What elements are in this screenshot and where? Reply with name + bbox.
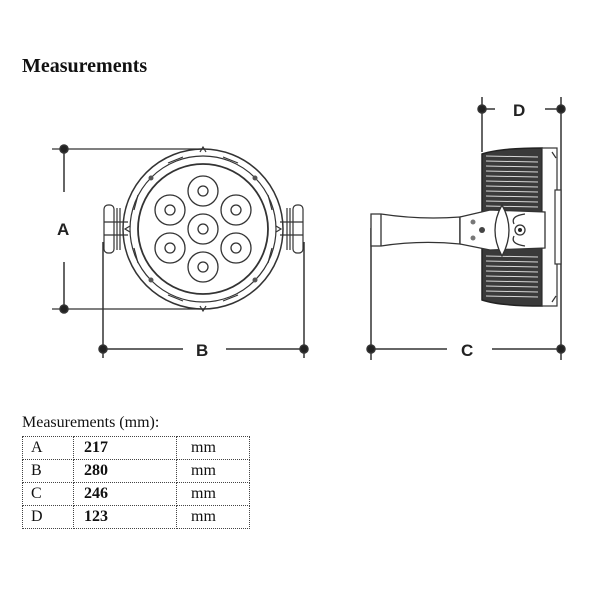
fin-line [485, 280, 539, 283]
row-unit: mm [176, 482, 250, 506]
row-value: 217 [73, 436, 177, 460]
row-unit: mm [176, 436, 250, 460]
fin-line [485, 265, 539, 268]
fin-line [485, 290, 539, 293]
measurements-table: A 217 mm B 280 mm C 246 mm D 123 mm [22, 436, 250, 529]
fin-line [485, 160, 539, 163]
led [220, 232, 252, 264]
lens-plate [137, 163, 269, 295]
row-label: B [22, 459, 74, 483]
front-view [52, 144, 309, 358]
dimension-drawing: A B [52, 97, 566, 360]
table-caption: Measurements (mm): [22, 414, 160, 431]
led-array [154, 175, 252, 283]
fin-line [485, 205, 539, 208]
row-value: 123 [73, 505, 177, 529]
row-label: A [22, 436, 74, 460]
led [220, 194, 252, 226]
row-unit: mm [176, 459, 250, 483]
label-b: B [196, 341, 208, 360]
label-a: A [57, 220, 69, 239]
mounting-arm [370, 203, 546, 258]
fin-line [485, 260, 539, 263]
label-d: D [513, 101, 525, 120]
dimension-c [366, 228, 566, 360]
fin-line [485, 170, 539, 173]
fin-line [485, 180, 539, 183]
row-value: 246 [73, 482, 177, 506]
row-unit: mm [176, 505, 250, 529]
fin-line [485, 255, 539, 258]
label-c: C [461, 341, 473, 360]
led [154, 194, 186, 226]
fin-line [485, 165, 539, 168]
table-row: C 246 mm [22, 482, 250, 506]
fin-line [485, 200, 539, 203]
left-bracket [103, 204, 128, 254]
dimension-a [52, 144, 205, 314]
row-label: D [22, 505, 74, 529]
fin-line [485, 270, 539, 273]
fin-line [485, 190, 539, 193]
dimension-b [98, 242, 309, 358]
bezel-tabs [123, 145, 283, 313]
screws [148, 175, 258, 283]
bezel-ring [129, 155, 277, 303]
table-row: A 217 mm [22, 436, 250, 460]
outer-housing [122, 148, 284, 310]
led [187, 251, 219, 283]
fin-line [485, 185, 539, 188]
led [187, 175, 219, 207]
fin-line [485, 285, 539, 288]
row-value: 280 [73, 459, 177, 483]
fin-line [485, 295, 539, 298]
fin-line [485, 175, 539, 178]
row-label: C [22, 482, 74, 506]
table-row: B 280 mm [22, 459, 250, 483]
fin-line [485, 155, 539, 158]
fin-line [485, 195, 539, 198]
led [154, 232, 186, 264]
side-view [366, 97, 566, 360]
table-row: D 123 mm [22, 505, 250, 529]
page-title: Measurements [22, 55, 148, 77]
led [187, 213, 219, 245]
right-bracket [280, 204, 304, 254]
fin-line [485, 275, 539, 278]
